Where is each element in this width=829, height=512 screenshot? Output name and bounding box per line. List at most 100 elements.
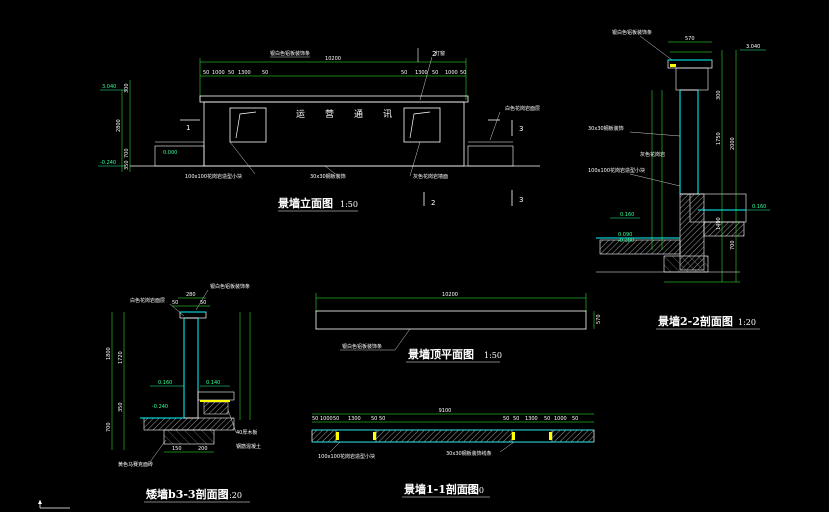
svg-text:1000: 1000 <box>320 416 333 422</box>
elevation-overall-dim: 10200 <box>325 56 341 62</box>
svg-text:0.000: 0.000 <box>163 150 177 156</box>
elevation-label-bottom-left: 100x100花岗岩造型小块 <box>185 173 242 180</box>
svg-text:570: 570 <box>685 36 695 42</box>
svg-text:50: 50 <box>379 416 385 422</box>
section11-label-right: 30x30钢板装饰线条 <box>446 450 492 457</box>
section22-title: 景墙2-2剖面图 <box>657 314 733 328</box>
section33-label-4: 钢筋混凝土 <box>236 443 261 450</box>
section-1-1-view: 9100 50 1000 50 1300 50 50 50 50 1300 50… <box>311 408 595 498</box>
svg-text:50: 50 <box>312 416 318 422</box>
section33-label-0: 白色花岗岩面层 <box>130 297 165 304</box>
svg-text:50: 50 <box>503 416 509 422</box>
section11-label-left: 100x100花岗岩造型小块 <box>318 453 375 460</box>
svg-text:2000: 2000 <box>730 137 736 150</box>
section33-title: 矮墙b3-3剖面图 <box>146 487 229 501</box>
svg-text:1750: 1750 <box>716 132 722 145</box>
elevation-label-bottom-right: 灰色花岗岩墙面 <box>413 173 448 180</box>
plan-scale: 1:50 <box>484 351 502 360</box>
elevation-label-right: 白色花岗岩面层 <box>505 105 540 112</box>
elevation-label-top-left: 银白色铝板装饰条 <box>270 50 310 57</box>
svg-text:50: 50 <box>371 416 377 422</box>
svg-text:-0.240: -0.240 <box>100 160 116 166</box>
svg-text:50: 50 <box>513 416 519 422</box>
section-mark-2-top: 2 <box>432 50 436 58</box>
svg-text:50: 50 <box>262 70 268 76</box>
svg-text:3.040: 3.040 <box>102 84 116 90</box>
svg-text:50: 50 <box>401 70 407 76</box>
section33-label-1: 银白色铝板装饰条 <box>210 283 250 290</box>
plan-title: 景墙顶平面图 <box>407 347 474 361</box>
section33-label-3: 40厚木板 <box>236 429 257 436</box>
section-3-3-view: 白色花岗岩面层 银白色铝板装饰条 280 50 50 0.160 0.140 -… <box>106 283 261 503</box>
svg-text:50: 50 <box>203 70 209 76</box>
section11-overall-dim: 9100 <box>439 408 452 414</box>
svg-text:1300: 1300 <box>415 70 428 76</box>
section-mark-3-top: 3 <box>519 125 523 133</box>
plan-dim: 10200 <box>442 292 458 298</box>
section22-label-0: 银白色铝板装饰条 <box>612 29 652 36</box>
svg-text:0.160: 0.160 <box>752 204 766 210</box>
svg-text:50: 50 <box>333 416 339 422</box>
plan-label: 银白色铝板装饰条 <box>342 343 382 350</box>
svg-text:200: 200 <box>198 446 208 452</box>
section33-scale: 1:20 <box>224 491 242 500</box>
elevation-title: 景墙立面图 <box>277 196 333 210</box>
section11-top-dims: 50 1000 50 1300 50 50 50 50 1300 50 1000… <box>312 416 578 422</box>
elevation-left-levels: 3.040 -0.240 0.000 <box>98 84 177 167</box>
svg-text:50: 50 <box>200 300 206 306</box>
svg-text:1400: 1400 <box>716 217 722 230</box>
svg-text:-0.240: -0.240 <box>152 404 168 410</box>
svg-text:1720: 1720 <box>118 351 124 364</box>
elevation-scale: 1:50 <box>340 200 358 209</box>
svg-text:280: 280 <box>186 292 196 298</box>
svg-text:0.160: 0.160 <box>620 212 634 218</box>
plan-view: 10200 570 银白色铝板装饰条 景墙顶平面图 1:50 <box>315 292 602 363</box>
svg-text:3.040: 3.040 <box>746 44 760 50</box>
svg-text:350: 350 <box>118 402 124 412</box>
svg-text:1000: 1000 <box>212 70 225 76</box>
section22-scale: 1:20 <box>738 318 756 327</box>
wall-signage-text: 运营通讯 <box>296 108 412 120</box>
svg-text:50: 50 <box>572 416 578 422</box>
section11-title: 景墙1-1剖面图 <box>403 482 479 496</box>
section11-scale: 1:50 <box>466 486 484 495</box>
svg-text:50: 50 <box>172 300 178 306</box>
svg-text:150: 150 <box>172 446 182 452</box>
svg-text:2800: 2800 <box>116 119 122 132</box>
svg-text:-0.380: -0.380 <box>618 238 634 244</box>
svg-text:1300: 1300 <box>348 416 361 422</box>
elevation-label-top-right: 灯窗 <box>435 50 445 57</box>
plan-side-dim: 570 <box>596 314 602 324</box>
svg-text:1800: 1800 <box>106 347 112 360</box>
svg-text:50: 50 <box>432 70 438 76</box>
svg-text:1300: 1300 <box>525 416 538 422</box>
section-mark-3-bottom: 3 <box>519 196 523 204</box>
section22-label-1: 30x30钢板装饰 <box>588 125 624 132</box>
section33-label-5: 黄色马赛克面砖 <box>118 461 153 468</box>
svg-text:0.160: 0.160 <box>158 380 172 386</box>
svg-text:300: 300 <box>716 90 722 100</box>
svg-text:700: 700 <box>106 422 112 432</box>
svg-text:300: 300 <box>124 83 130 93</box>
svg-text:350: 350 <box>124 160 130 170</box>
section-mark-2-bottom: 2 <box>431 199 435 207</box>
section22-label-3: 灰色花岗岩 <box>640 151 665 158</box>
section-mark-1: 1 <box>186 124 190 132</box>
section22-label-2: 100x100花岗岩造型小块 <box>588 167 645 174</box>
svg-text:1000: 1000 <box>554 416 567 422</box>
elevation-label-bottom-mid: 30x30钢板装饰 <box>310 173 346 180</box>
ucs-axis-icon <box>38 500 70 509</box>
svg-text:1300: 1300 <box>238 70 251 76</box>
svg-text:0.140: 0.140 <box>206 380 220 386</box>
svg-text:700: 700 <box>730 240 736 250</box>
svg-text:700: 700 <box>124 148 130 158</box>
section-2-2-view: 570 3.040 银白色铝板装饰条 30x30钢板装饰 100x100花岗岩造… <box>588 29 770 330</box>
svg-text:1000: 1000 <box>445 70 458 76</box>
svg-text:50: 50 <box>460 70 466 76</box>
elevation-view: 10200 50 1000 50 1300 50 50 1300 50 1000… <box>98 48 540 212</box>
svg-text:50: 50 <box>228 70 234 76</box>
elevation-top-dims: 50 1000 50 1300 50 50 1300 50 1000 50 <box>203 70 466 76</box>
svg-text:0.090: 0.090 <box>618 232 632 238</box>
elevation-left-dims: 300 2800 700 350 <box>116 83 130 170</box>
